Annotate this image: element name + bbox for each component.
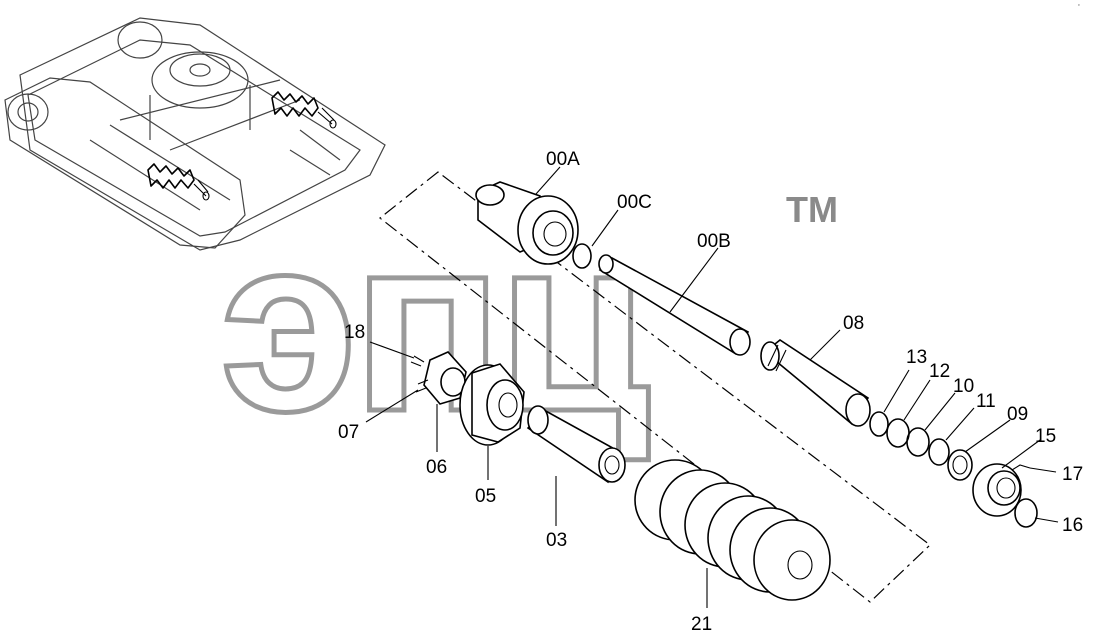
part-00C bbox=[572, 243, 592, 269]
callout-18: 18 bbox=[344, 322, 365, 343]
part-17 bbox=[1011, 464, 1031, 471]
part-11 bbox=[928, 438, 950, 466]
callout-17: 17 bbox=[1062, 464, 1083, 485]
callout-12: 12 bbox=[929, 361, 950, 382]
callout-16: 16 bbox=[1062, 515, 1083, 536]
part-09 bbox=[947, 449, 973, 481]
callout-15: 15 bbox=[1035, 426, 1056, 447]
part-21 bbox=[634, 459, 831, 601]
part-03 bbox=[526, 405, 626, 484]
part-07 bbox=[415, 379, 429, 393]
part-12 bbox=[886, 418, 910, 448]
callout-labels: 00A 00C 00B 08 18 07 06 05 03 21 13 12 1… bbox=[338, 149, 1083, 635]
assembly-boundary bbox=[379, 171, 931, 603]
callout-05: 05 bbox=[475, 486, 496, 507]
part-08 bbox=[760, 339, 871, 427]
callout-07: 07 bbox=[338, 422, 359, 443]
callout-13: 13 bbox=[906, 347, 927, 368]
part-15 bbox=[972, 463, 1022, 517]
corner-mark: ﾟ bbox=[1078, 4, 1082, 12]
spring-illustration-upper bbox=[271, 91, 337, 129]
watermark-trademark: TM bbox=[786, 189, 838, 230]
callout-00C: 00C bbox=[617, 192, 652, 213]
part-16 bbox=[1014, 498, 1038, 528]
callout-00B: 00B bbox=[697, 231, 731, 252]
track-frame-illustration bbox=[4, 17, 386, 251]
callout-08: 08 bbox=[843, 313, 864, 334]
spring-illustration-lower bbox=[147, 163, 210, 201]
callout-00A: 00A bbox=[546, 149, 580, 170]
watermark-text: эпц bbox=[220, 184, 649, 463]
part-18 bbox=[410, 355, 425, 367]
callout-11: 11 bbox=[976, 391, 996, 412]
callout-10: 10 bbox=[953, 376, 974, 397]
part-10 bbox=[906, 427, 930, 457]
part-05 bbox=[459, 363, 525, 446]
leader-lines bbox=[365, 166, 1059, 608]
part-13 bbox=[869, 411, 889, 437]
part-00A bbox=[475, 181, 579, 265]
callout-09: 09 bbox=[1007, 404, 1028, 425]
callout-06: 06 bbox=[426, 457, 447, 478]
callout-03: 03 bbox=[546, 530, 567, 551]
callout-21: 21 bbox=[691, 614, 712, 635]
part-06 bbox=[423, 351, 467, 405]
